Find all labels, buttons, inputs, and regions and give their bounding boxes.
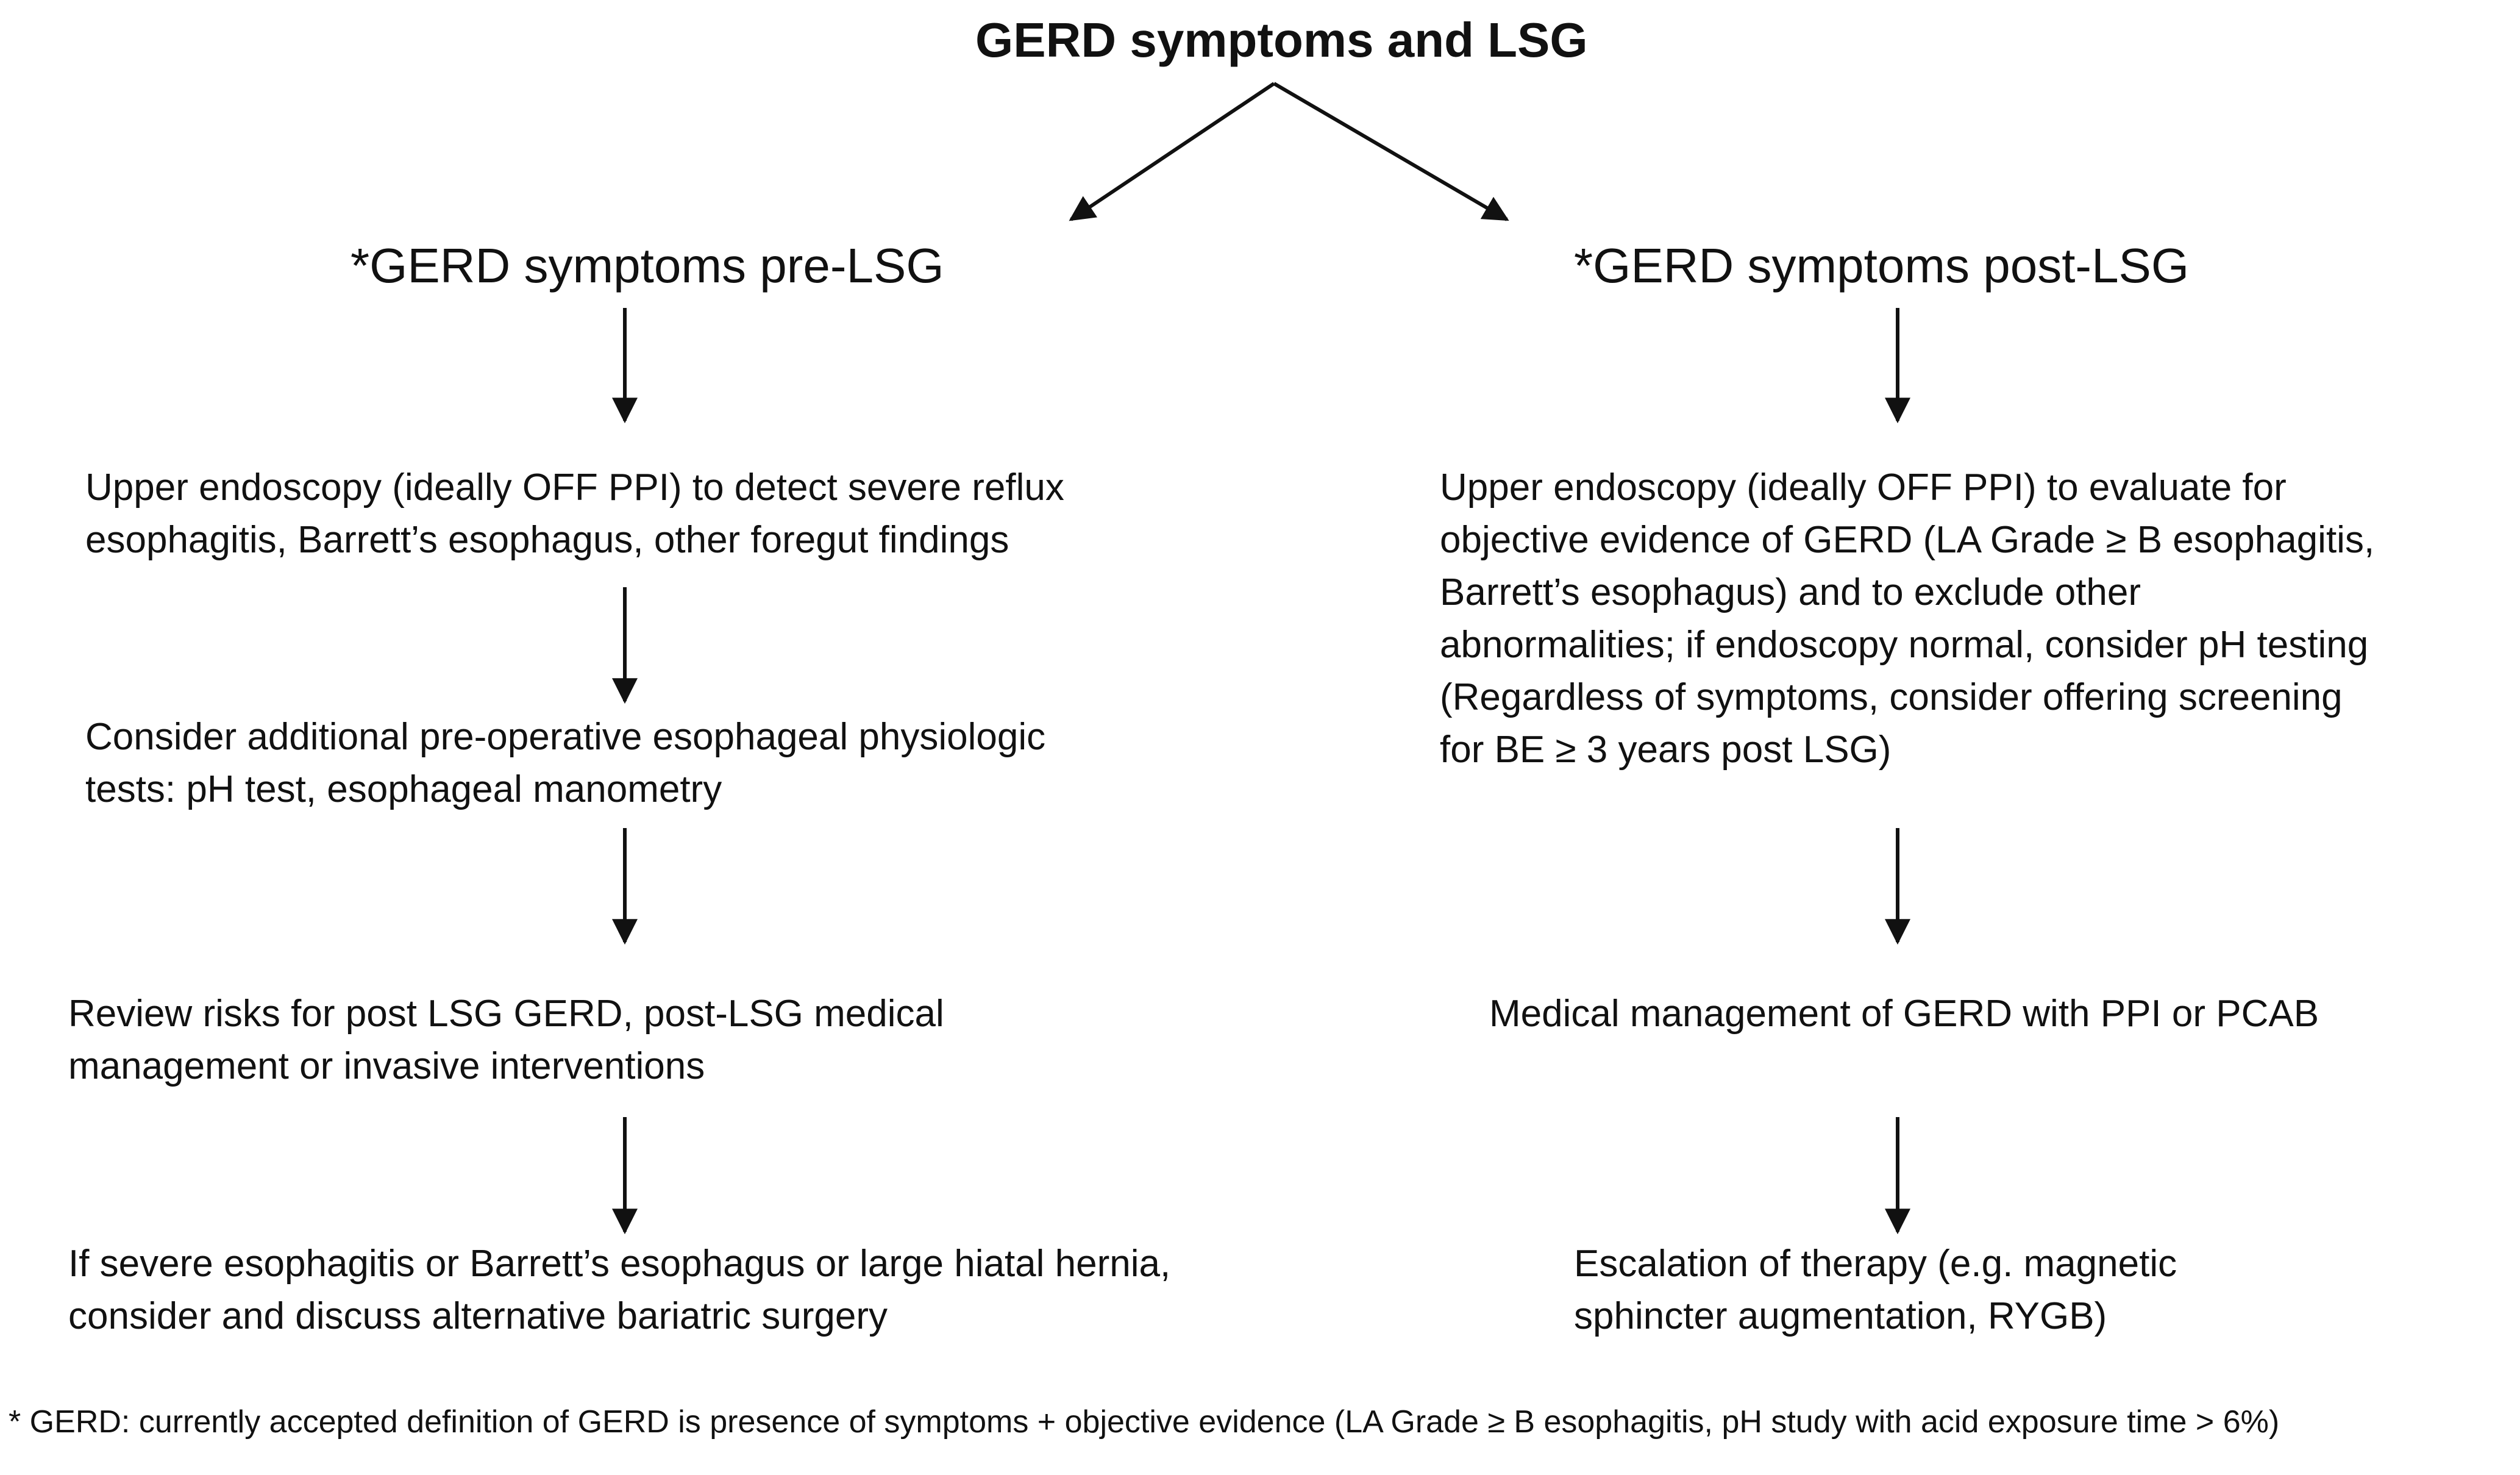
gerd-definition-footnote: * GERD: currently accepted definition of… xyxy=(9,1404,2280,1440)
pre-step-2-line-1: Consider additional pre-operative esopha… xyxy=(85,716,1046,758)
post-step-1-line-6: for BE ≥ 3 years post LSG) xyxy=(1440,729,1892,771)
pre-step-alternative-surgery: If severe esophagitis or Barrett’s esoph… xyxy=(68,1238,1170,1343)
post-step-upper-endoscopy: Upper endoscopy (ideally OFF PPI) to eva… xyxy=(1440,462,2374,776)
pre-step-3-line-2: management or invasive interventions xyxy=(68,1045,705,1087)
arrow-title-to-pre xyxy=(1069,82,1275,221)
post-step-1-line-1: Upper endoscopy (ideally OFF PPI) to eva… xyxy=(1440,466,2287,509)
post-step-escalation: Escalation of therapy (e.g. magnetic sph… xyxy=(1574,1238,2177,1343)
pre-step-3-line-1: Review risks for post LSG GERD, post-LSG… xyxy=(68,993,944,1035)
post-step-medical-management: Medical management of GERD with PPI or P… xyxy=(1489,988,2319,1040)
post-step-1-line-3: Barrett’s esophagus) and to exclude othe… xyxy=(1440,571,2141,613)
post-step-1-line-5: (Regardless of symptoms, consider offeri… xyxy=(1440,676,2343,718)
post-step-2-line-1: Medical management of GERD with PPI or P… xyxy=(1489,993,2319,1035)
post-lsg-heading: *GERD symptoms post-LSG xyxy=(1574,238,2190,293)
pre-step-upper-endoscopy: Upper endoscopy (ideally OFF PPI) to det… xyxy=(85,462,1064,566)
pre-lsg-heading: *GERD symptoms pre-LSG xyxy=(351,238,944,293)
pre-step-physiologic-tests: Consider additional pre-operative esopha… xyxy=(85,711,1045,816)
pre-step-review-risks: Review risks for post LSG GERD, post-LSG… xyxy=(68,988,944,1093)
pre-step-4-line-1: If severe esophagitis or Barrett’s esoph… xyxy=(68,1243,1171,1285)
pre-step-1-line-2: esophagitis, Barrett’s esophagus, other … xyxy=(85,519,1009,561)
pre-step-1-line-1: Upper endoscopy (ideally OFF PPI) to det… xyxy=(85,466,1064,509)
post-step-1-line-2: objective evidence of GERD (LA Grade ≥ B… xyxy=(1440,519,2375,561)
pre-step-2-line-2: tests: pH test, esophageal manometry xyxy=(85,768,722,810)
post-step-1-line-4: abnormalities; if endoscopy normal, cons… xyxy=(1440,624,2369,666)
post-step-3-line-1: Escalation of therapy (e.g. magnetic xyxy=(1574,1243,2177,1285)
arrow-title-to-post xyxy=(1273,82,1509,221)
post-step-3-line-2: sphincter augmentation, RYGB) xyxy=(1574,1295,2107,1337)
diagram-title: GERD symptoms and LSG xyxy=(975,13,1588,67)
pre-step-4-line-2: consider and discuss alternative bariatr… xyxy=(68,1295,888,1337)
